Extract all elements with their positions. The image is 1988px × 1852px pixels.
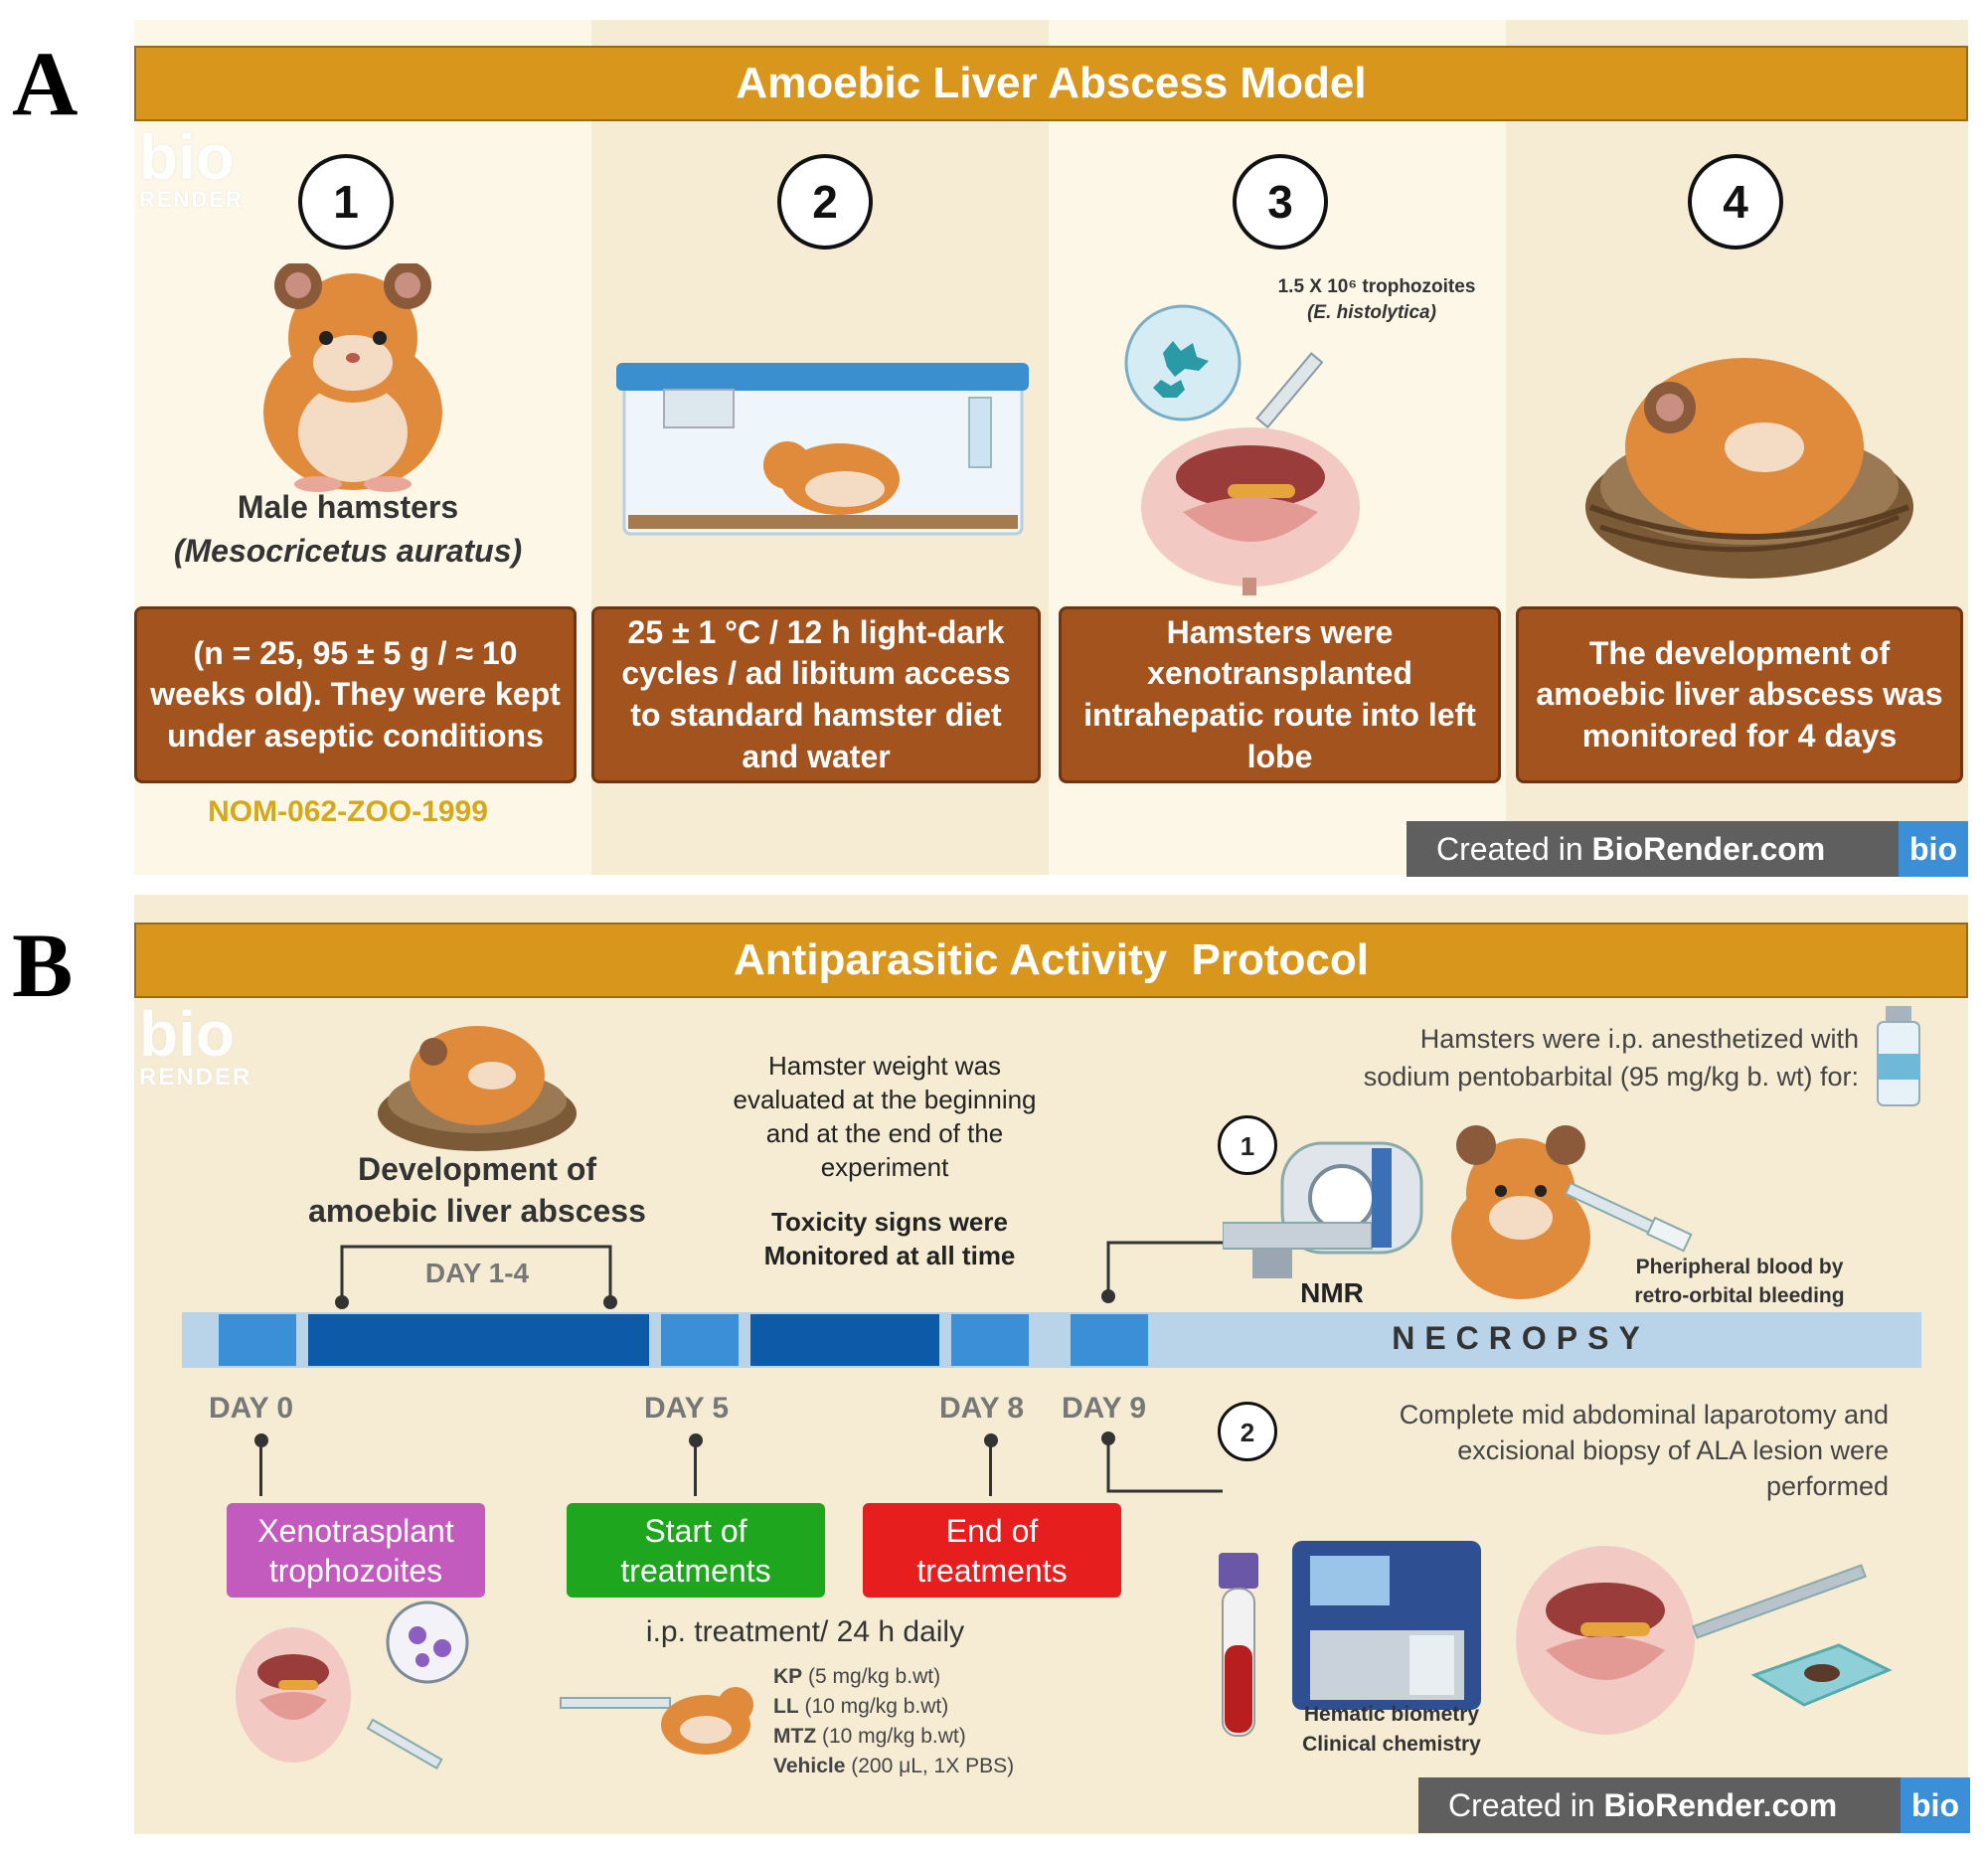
nest-hamster-small-illustration (378, 1026, 577, 1151)
timeline-segment-day-1-4 (308, 1314, 649, 1366)
blood-collection-label: Pheripheral blood by retro-orbital bleed… (1634, 1256, 1845, 1307)
panel-b-biorender-watermark: bio RENDER (139, 998, 252, 1091)
step-2-number: 2 (777, 154, 873, 250)
timeline-segment-day-9 (1071, 1314, 1148, 1366)
day-8-pin-line (989, 1441, 992, 1496)
treatment-list: KP (5 mg/kg b.wt) LL (10 mg/kg b.wt) MTZ… (773, 1662, 1014, 1781)
timeline-segment-day-0 (219, 1314, 296, 1366)
toxicity-note: Toxicity signs were Monitored at all tim… (763, 1207, 1016, 1270)
inoculum-species: (E. histolytica) (1307, 302, 1436, 323)
panel-b-letter: B (12, 915, 74, 1016)
step-4-description: The development of amoebic liver abscess… (1516, 606, 1963, 783)
weight-note: Hamster weight was evaluated at the begi… (733, 1051, 1037, 1182)
timeline-segment-day-5 (661, 1314, 739, 1366)
mri-scanner-illustration (1223, 1141, 1423, 1278)
laparotomy-note: Complete mid abdominal laparotomy and ex… (1399, 1400, 1889, 1501)
treatment-title: i.p. treatment/ 24 h daily (645, 1615, 965, 1648)
panel-a-biorender-badge: bio (1899, 821, 1968, 877)
nest-hamster-illustration (1585, 358, 1913, 579)
anesthesia-note: Hamsters were i.p. anesthetized with sod… (1363, 1024, 1859, 1092)
analysis-label: Hematic biometry Clinical chemistry (1302, 1703, 1481, 1756)
treatment-mtz: MTZ (10 mg/kg b.wt) (773, 1725, 966, 1748)
panel-a-biorender-watermark: bio RENDER (139, 121, 244, 212)
blood-tube-illustration (1219, 1553, 1258, 1737)
panel-a-letter: A (12, 33, 79, 134)
day-8-pin (984, 1433, 998, 1447)
day-1-4-bracket (335, 1245, 617, 1309)
day-5-pin-line (694, 1441, 697, 1496)
analyzer-machine-illustration (1292, 1541, 1481, 1710)
timeline-segment-day-8 (951, 1314, 1029, 1366)
day-5-pin (689, 1433, 703, 1447)
day-9-connector-down (1101, 1431, 1223, 1493)
treatment-injection-illustration (560, 1687, 753, 1755)
day-5-label: DAY 5 (644, 1392, 730, 1425)
day-9-connector-up (1101, 1241, 1223, 1303)
panel-a-credit: Created in BioRender.com (1407, 821, 1904, 877)
day-9-label: DAY 9 (1062, 1392, 1147, 1425)
biopsy-sample-illustration (1750, 1643, 1893, 1707)
regulation-note: NOM-062-ZOO-1999 (208, 795, 488, 828)
panel-a-title-banner: Amoebic Liver Abscess Model (134, 46, 1968, 121)
day-0-pin-line (259, 1441, 262, 1496)
development-title: Development of amoebic liver abscess (308, 1151, 646, 1229)
necropsy-label: NECROPSY (1392, 1320, 1650, 1356)
hamster-illustration (263, 263, 442, 492)
hamster-bleeding-illustration (1451, 1125, 1693, 1299)
panel-b-credit: Created in BioRender.com (1418, 1777, 1905, 1833)
cage-illustration (616, 363, 1029, 536)
nmr-label: NMR (1300, 1277, 1364, 1308)
step-3-description: Hamsters were xenotransplanted intrahepa… (1059, 606, 1501, 783)
step-1-number: 1 (298, 154, 394, 250)
treatment-vehicle: Vehicle (200 μL, 1X PBS) (773, 1755, 1015, 1777)
panel-b-title-banner: Antiparasitic Activity Protocol (134, 923, 1968, 998)
biopsy-tool-illustration (1692, 1564, 1867, 1639)
step-1-description: (n = 25, 95 ± 5 g / ≈ 10 weeks old). The… (134, 606, 577, 783)
step-4-number: 4 (1688, 154, 1783, 250)
step-3-number: 3 (1233, 154, 1328, 250)
step-1-species: (Mesocricetus auratus) (173, 533, 523, 569)
treatment-ll: LL (10 mg/kg b.wt) (773, 1695, 949, 1718)
trophozoite-inoculation-illustration (1124, 304, 1360, 595)
panel-b-biorender-badge: bio (1901, 1777, 1970, 1833)
necropsy-step-2-number: 2 (1218, 1402, 1277, 1461)
inoculum-dose: 1.5 X 10⁶ trophozoites (1277, 276, 1476, 297)
day-0-pin (254, 1433, 268, 1447)
necropsy-step-1-number: 1 (1218, 1115, 1277, 1175)
step-2-description: 25 ± 1 °C / 12 h light-dark cycles / ad … (591, 606, 1041, 783)
timeline-segment-day-6-7 (750, 1314, 939, 1366)
day-8-label: DAY 8 (939, 1392, 1025, 1425)
xenotransplant-illustration (236, 1600, 469, 1769)
treatment-kp: KP (5 mg/kg b.wt) (773, 1665, 941, 1688)
step-1-caption: Male hamsters (237, 489, 459, 525)
vial-icon (1877, 1006, 1920, 1106)
day-1-4-label: DAY 1-4 (424, 1258, 530, 1288)
laparotomy-illustration (1516, 1546, 1695, 1735)
day-0-label: DAY 0 (209, 1392, 294, 1425)
